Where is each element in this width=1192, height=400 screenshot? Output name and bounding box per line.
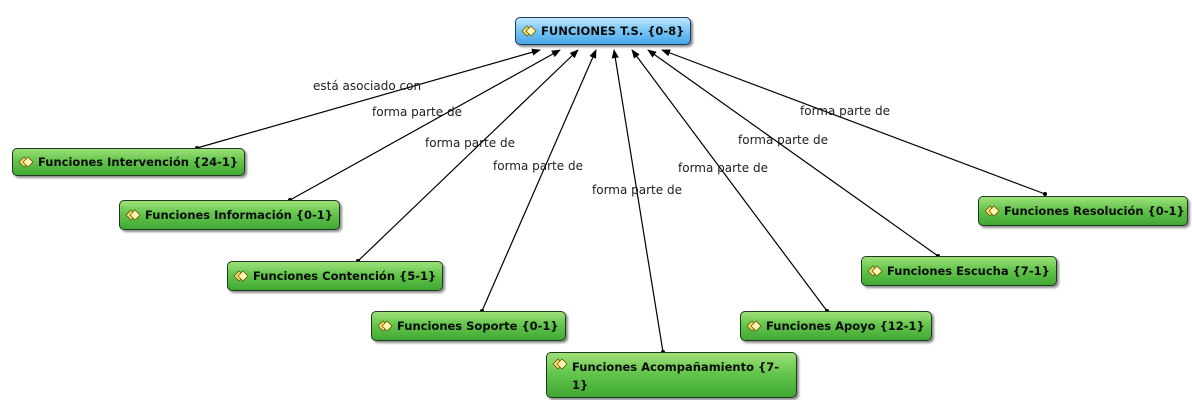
node-funciones-resolucion[interactable]: Funciones Resolución {0-1} [978,196,1188,226]
node-label: Funciones Información {0-1} [145,207,333,222]
edge-acompanamiento[interactable] [611,49,664,353]
edge-label-acompanamiento: forma parte de [592,183,682,197]
code-quote-icon [867,264,883,277]
node-label: Funciones Soporte {0-1} [397,318,559,333]
node-funciones-escucha[interactable]: Funciones Escucha {7-1} [861,256,1057,286]
code-quote-icon [233,269,249,282]
edge-apoyo[interactable] [631,49,828,312]
code-quote-icon [521,24,537,37]
edge-resolucion[interactable] [661,49,1046,195]
edge-label-informacion: forma parte de [372,105,462,119]
code-quote-icon [18,155,34,168]
node-label: Funciones Apoyo {12-1} [766,318,925,333]
node-funciones-ts[interactable]: FUNCIONES T.S. {0-8} [515,17,692,45]
code-quote-icon [746,319,762,332]
edge-intervencion[interactable] [196,48,541,149]
edge-label-contencion: forma parte de [425,136,515,150]
node-label: Funciones Contención {5-1} [253,268,437,283]
node-label: FUNCIONES T.S. {0-8} [541,23,685,38]
node-funciones-acompanamiento[interactable]: Funciones Acompañamiento {7-1} [546,352,797,398]
node-label: Funciones Intervención {24-1} [38,154,239,169]
node-label: Funciones Escucha {7-1} [887,263,1050,278]
edge-tail-dot [1043,192,1047,196]
edge-label-apoyo: forma parte de [678,161,768,175]
code-quote-icon [552,358,568,370]
node-label: Funciones Acompañamiento {7-1} [572,360,779,392]
node-funciones-contencion[interactable]: Funciones Contención {5-1} [227,261,444,291]
edge-soporte[interactable] [481,49,597,312]
node-funciones-soporte[interactable]: Funciones Soporte {0-1} [371,311,566,341]
edge-label-escucha: forma parte de [738,133,828,147]
edge-informacion[interactable] [289,49,561,201]
edge-escucha[interactable] [647,49,939,257]
code-quote-icon [125,208,141,221]
node-funciones-intervencion[interactable]: Funciones Intervención {24-1} [12,148,246,176]
code-quote-icon [984,204,1000,217]
edge-contencion[interactable] [357,49,579,262]
code-quote-icon [377,319,393,332]
edge-label-resolucion: forma parte de [800,104,890,118]
edge-label-soporte: forma parte de [493,159,583,173]
node-funciones-apoyo[interactable]: Funciones Apoyo {12-1} [740,311,932,341]
node-label: Funciones Resolución {0-1} [1004,203,1185,218]
node-funciones-informacion[interactable]: Funciones Información {0-1} [119,200,340,230]
edge-label-intervencion: está asociado con [313,79,422,93]
